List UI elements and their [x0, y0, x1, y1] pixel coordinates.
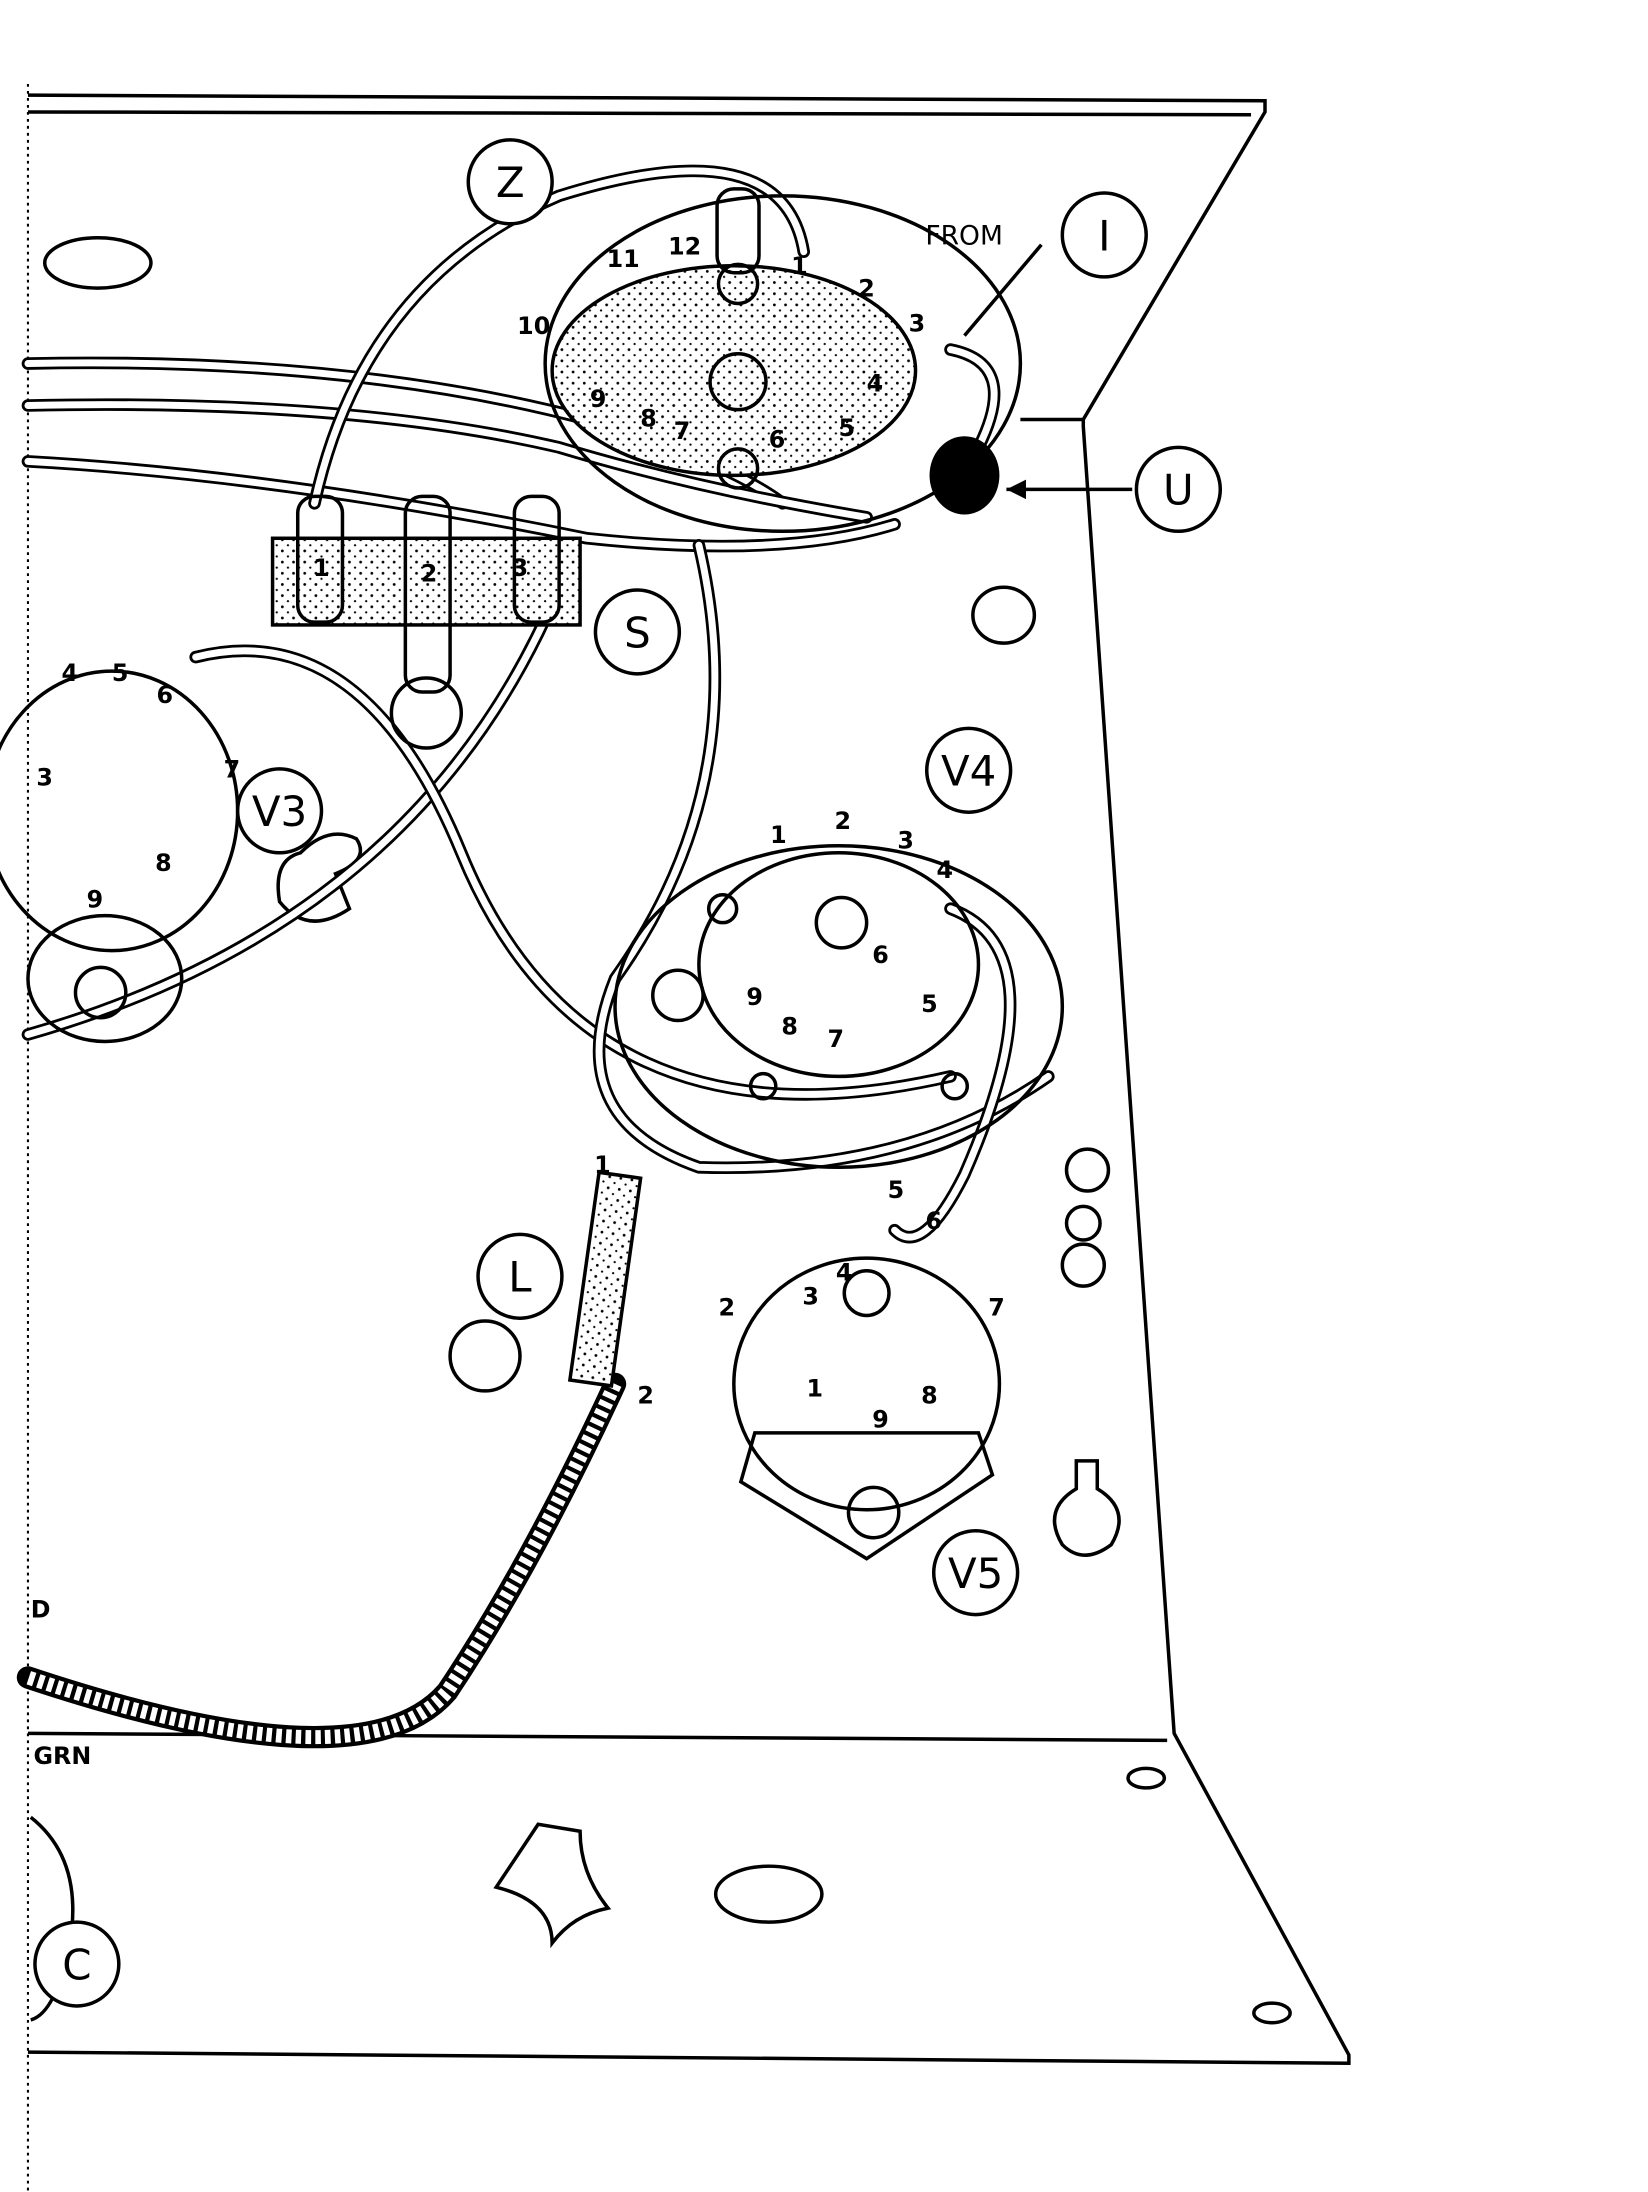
terminal-pin-2: 2 — [421, 560, 438, 588]
callout-l-label: L — [508, 1253, 532, 1302]
socket-v3 — [0, 669, 240, 1044]
callout-i: I — [1060, 191, 1148, 279]
socket-v4 — [613, 844, 1065, 1170]
lug-pin-1: 1 — [594, 1151, 611, 1179]
switch-pin-5: 5 — [839, 414, 856, 442]
v3-pin-9: 9 — [87, 885, 104, 913]
v5-pin-9: 9 — [872, 1405, 889, 1433]
v5-pin-6: 6 — [925, 1207, 942, 1235]
callout-i-label: I — [1098, 211, 1110, 260]
v4-pin-8: 8 — [781, 1012, 798, 1040]
switch-pin-3: 3 — [909, 309, 926, 337]
v4-pin-7: 7 — [827, 1025, 844, 1053]
chassis-holes — [42, 236, 1292, 2025]
v3-pin-3: 3 — [36, 764, 53, 792]
grn-label: GRN — [34, 1742, 92, 1770]
v5-pin-3: 3 — [802, 1282, 819, 1310]
callout-l: L — [476, 1232, 564, 1320]
switch-pin-6: 6 — [769, 425, 786, 453]
callout-s: S — [593, 588, 682, 676]
callout-v5-label: V5 — [948, 1549, 1003, 1598]
v3-pin-8: 8 — [155, 849, 172, 877]
v5-pin-7: 7 — [988, 1293, 1005, 1321]
v4-pin-2: 2 — [834, 807, 851, 835]
switch-pin-12: 12 — [668, 233, 701, 261]
terminal-pin-1: 1 — [313, 554, 330, 582]
v4-pin-9: 9 — [746, 983, 763, 1011]
v3-pin-6: 6 — [157, 681, 174, 709]
switch-pin-9: 9 — [590, 385, 607, 413]
v5-pin-1: 1 — [807, 1375, 824, 1403]
v4-pin-3: 3 — [897, 827, 914, 855]
v4-pin-5: 5 — [921, 990, 938, 1018]
v4-pin-numbers: 1 2 3 4 5 6 7 8 9 — [746, 807, 953, 1053]
callout-v5: V5 — [931, 1528, 1020, 1617]
lug-pin-2: 2 — [637, 1382, 654, 1410]
callout-z-label: Z — [496, 158, 525, 207]
lug-pin-numbers: 1 2 — [594, 1151, 654, 1410]
callout-v3: V3 — [235, 767, 324, 855]
v4-pin-1: 1 — [770, 821, 787, 849]
v4-pin-4: 4 — [937, 856, 954, 884]
callout-v4: V4 — [924, 726, 1013, 814]
ground-lug — [448, 1170, 643, 1393]
v3-pin-numbers: 3 4 5 6 7 8 9 — [36, 659, 240, 913]
callout-z: Z — [466, 138, 554, 226]
switch-pin-1: 1 — [791, 252, 808, 280]
v5-pin-numbers: 1 2 3 4 5 6 7 8 9 — [718, 1176, 1004, 1433]
switch-pin-2: 2 — [858, 274, 875, 302]
terminal-pin-3: 3 — [512, 554, 529, 582]
v3-pin-4: 4 — [62, 659, 79, 687]
callout-c: C — [33, 1920, 121, 2008]
callout-v4-label: V4 — [941, 747, 996, 796]
switch-pin-10: 10 — [517, 312, 550, 340]
terminal-strip-pin-numbers: 1 2 3 — [313, 554, 528, 588]
callout-s-label: S — [624, 608, 651, 657]
wire-harness — [16, 164, 1055, 1749]
v5-pin-5: 5 — [888, 1176, 905, 1204]
switch-pin-7: 7 — [674, 417, 691, 445]
callout-u-label: U — [1163, 466, 1194, 515]
switch-pin-8: 8 — [640, 404, 657, 432]
v3-pin-7: 7 — [224, 755, 241, 783]
v5-pin-2: 2 — [718, 1293, 735, 1321]
switch-pin-4: 4 — [867, 370, 884, 398]
from-label: FROM — [925, 221, 1003, 252]
callout-v3-label: V3 — [252, 787, 307, 836]
socket-v5 — [732, 1147, 1111, 1561]
v3-pin-5: 5 — [112, 659, 129, 687]
d-label: D — [31, 1595, 51, 1623]
switch-pin-numbers: 1 2 3 4 5 6 7 8 9 10 11 12 — [517, 233, 925, 454]
switch-pin-11: 11 — [607, 245, 640, 273]
rotary-switch — [543, 187, 1133, 534]
terminal-strip — [270, 494, 582, 750]
v5-pin-8: 8 — [921, 1382, 938, 1410]
callout-u: U — [1134, 445, 1223, 534]
callout-c-label: C — [62, 1940, 91, 1989]
v4-pin-6: 6 — [872, 941, 889, 969]
v5-pin-4: 4 — [836, 1259, 853, 1287]
